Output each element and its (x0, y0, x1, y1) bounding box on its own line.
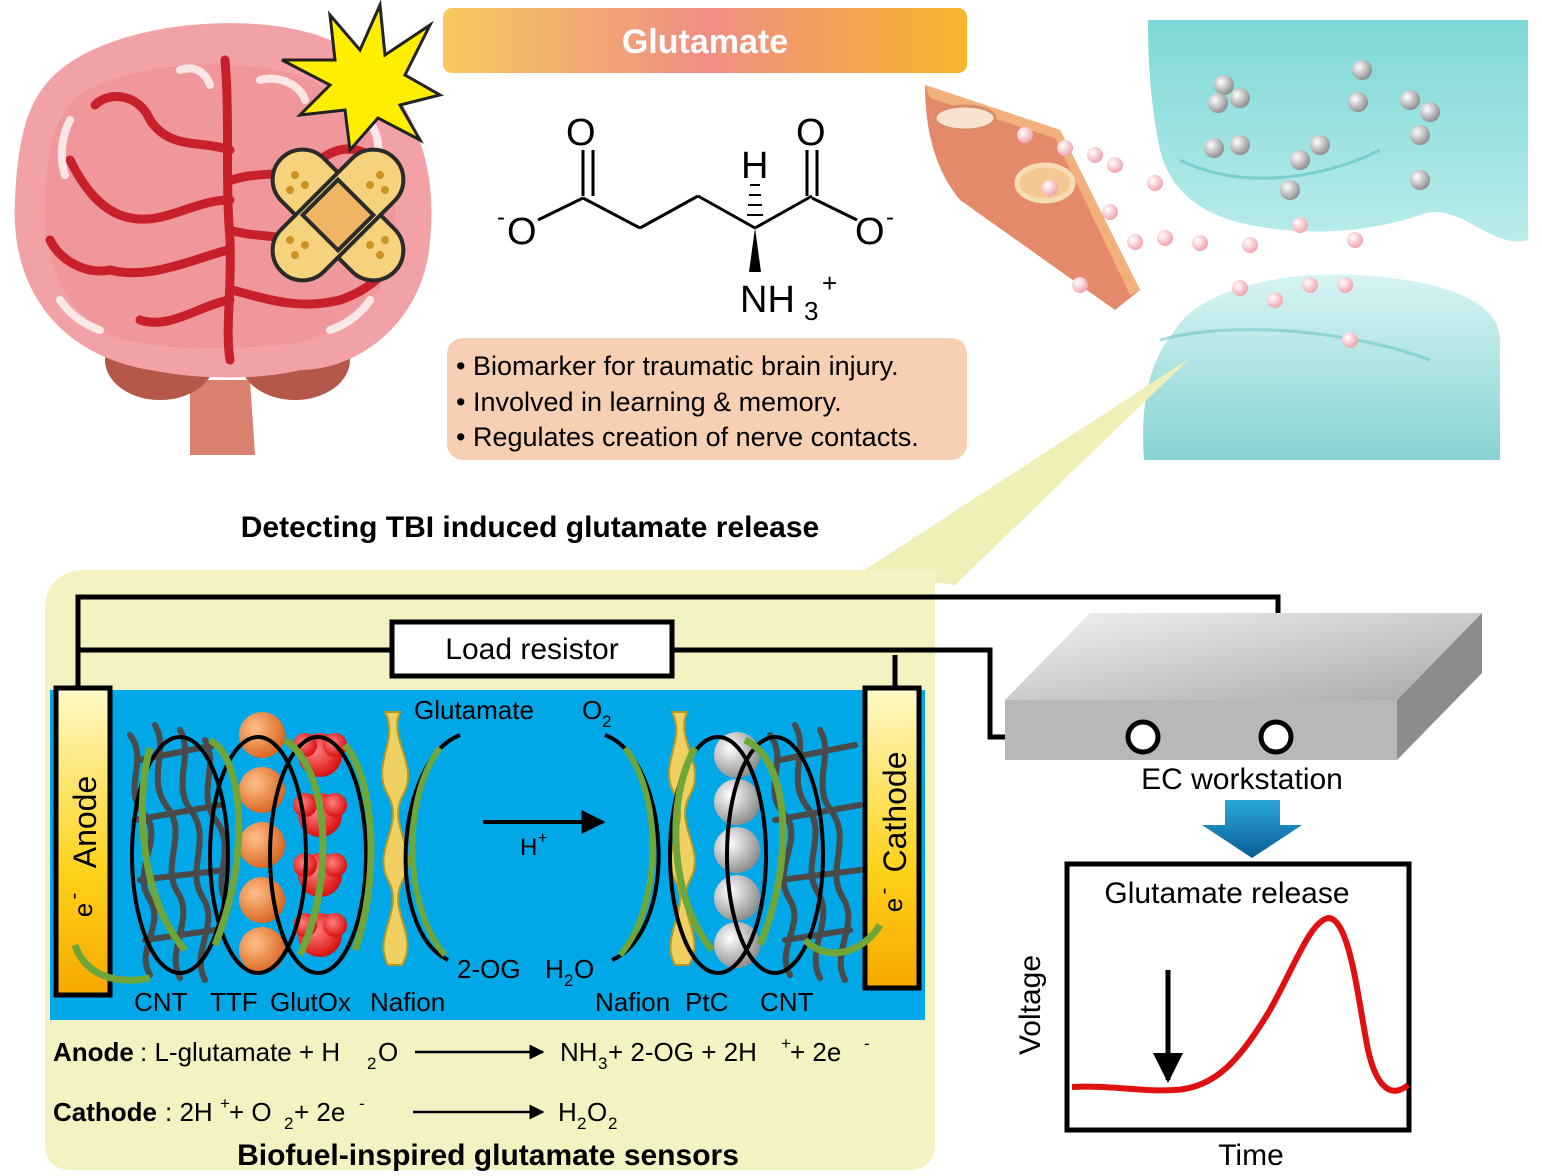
anode-eq-lhs-sub: 2 (367, 1054, 376, 1073)
electron-transfer-loops (130, 735, 825, 975)
glutamate-arc-green (409, 746, 448, 957)
cathode-eq-lhs-c-sup: - (359, 1094, 365, 1113)
water-product-post: O (574, 954, 594, 984)
glutamate-banner-text: Glutamate (622, 23, 788, 61)
fact-line-3: • Regulates creation of nerve contacts. (456, 422, 919, 452)
anode-electron-sign: - (63, 893, 85, 900)
proton-label: H (520, 834, 537, 861)
molecule-h: H (741, 145, 768, 187)
layer-label-glutox: GlutOx (270, 987, 351, 1017)
cathode-eq-lhs-c: + 2e (294, 1097, 345, 1127)
ec-terminal-left (1125, 719, 1161, 755)
ec-workstation-label: EC workstation (1141, 763, 1343, 796)
cathode-electron: e (878, 898, 908, 912)
oxygen-input-sub: 2 (602, 712, 611, 731)
anode-equation: Anode : L-glutamate + H 2 O NH 3 + 2-OG … (53, 1034, 870, 1073)
synapse-illustration (925, 20, 1528, 460)
cathode-eq-lhs: : 2H (165, 1097, 213, 1127)
cnt-layer-left (127, 722, 231, 983)
anode-label: Anode (67, 776, 103, 869)
nafion-layer-left (381, 711, 409, 966)
cathode-electron-sign: - (873, 888, 895, 895)
oxygen-input-label: O (582, 695, 602, 725)
anode-eq-rhs-c: + 2e (790, 1037, 841, 1067)
plot-title: Glutamate release (1104, 877, 1349, 910)
cathode-eq-lhs-b: + O (229, 1097, 272, 1127)
load-resistor-label: Load resistor (445, 633, 618, 666)
cathode-eq-lhs-sup: + (220, 1094, 230, 1113)
molecule-o-minus-right-sign: - (886, 204, 894, 231)
oxygen-arc-green (617, 746, 656, 957)
anode-eq-rhs-c-sup: - (864, 1034, 870, 1053)
proton-label-sup: + (538, 830, 547, 847)
layer-label-ptc: PtC (685, 987, 728, 1017)
molecule-o-top-left: O (566, 112, 596, 154)
layer-label-nafion-left: Nafion (370, 987, 445, 1017)
molecule-o-right-ion: O (855, 211, 885, 253)
anode-eq-rhs-b-sup: + (781, 1034, 791, 1053)
plot-xlabel: Time (1218, 1139, 1284, 1172)
zoom-callout (860, 358, 1190, 585)
plot-ylabel: Voltage (1014, 955, 1047, 1055)
molecule-o-minus-left-sign: - (497, 204, 505, 231)
anode-eq-lhs: : L-glutamate + H (140, 1037, 340, 1067)
impact-starburst-icon (281, 0, 444, 154)
molecule-nh-plus: + (822, 268, 837, 298)
glutamate-input-label: Glutamate (414, 695, 534, 725)
footer-title: Biofuel-inspired glutamate sensors (237, 1139, 739, 1172)
cathode-equation: Cathode : 2H + + O 2 + 2e - H 2 O 2 (53, 1094, 617, 1133)
cathode-eq-rhs: H (558, 1097, 577, 1127)
green-transfer-arrows (71, 736, 883, 984)
anode-eq-rhs-a-sub: 3 (598, 1054, 607, 1073)
cathode-eq-rhs-sub2: 2 (608, 1114, 617, 1133)
cathode-eq-rhs-mid: O (587, 1097, 607, 1127)
load-resistor-box (389, 619, 675, 679)
molecule-nh-sub: 3 (804, 296, 818, 326)
stereo-hash-bond (747, 184, 763, 216)
fact-line-2: • Involved in learning & memory. (456, 387, 842, 417)
cathode-eq-rhs-sub1: 2 (577, 1114, 586, 1133)
section-title: Detecting TBI induced glutamate release (241, 511, 819, 544)
layer-label-cnt-right: CNT (760, 987, 814, 1017)
fact-line-1: • Biomarker for traumatic brain injury. (456, 351, 899, 381)
anode-electrode (53, 685, 113, 998)
fact-box (447, 338, 967, 460)
glutamate-banner (443, 8, 967, 73)
down-arrow-icon (1202, 800, 1302, 858)
ec-terminal-right (1258, 719, 1294, 755)
anode-eq-label: Anode (53, 1037, 134, 1067)
molecule-nh: NH (740, 279, 795, 321)
molecule-o-left-ion: O (507, 211, 537, 253)
anode-eq-lhs-end: O (378, 1037, 398, 1067)
anode-eq-rhs-a: NH (560, 1037, 598, 1067)
cathode-label: Cathode (877, 752, 913, 873)
voltage-curve (1071, 914, 1410, 1094)
water-product-pre: H (545, 954, 564, 984)
glutamate-structure (537, 150, 858, 230)
water-product-sub: 2 (564, 971, 573, 990)
cathode-eq-label: Cathode (53, 1097, 157, 1127)
anode-electron: e (68, 903, 98, 917)
layer-label-cnt-left: CNT (134, 987, 188, 1017)
stereo-wedge-bond (749, 228, 761, 272)
molecule-o-top-right: O (796, 112, 826, 154)
ttf-mediator-particles (239, 712, 285, 973)
og-product-label: 2-OG (457, 954, 521, 984)
layer-label-nafion-right: Nafion (595, 987, 670, 1017)
cathode-eq-lhs-b-sub: 2 (284, 1114, 293, 1133)
layer-label-ttf: TTF (210, 987, 258, 1017)
ec-workstation-device (1005, 613, 1482, 760)
anode-eq-rhs-b: + 2-OG + 2H (608, 1037, 757, 1067)
